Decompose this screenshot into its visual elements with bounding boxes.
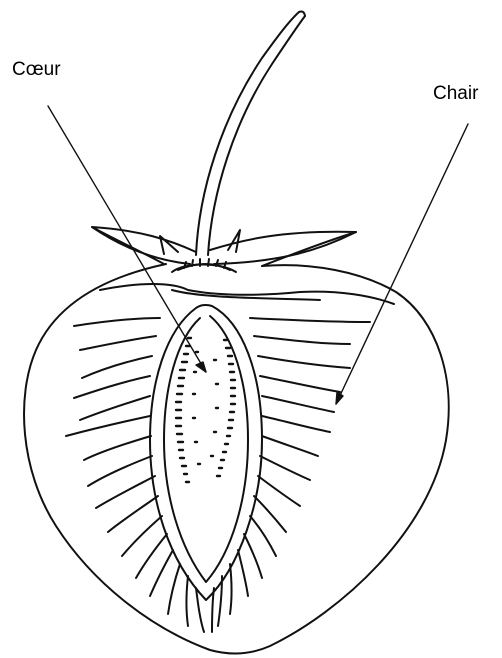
flesh-fibres-right [212,318,370,632]
flesh-fibres-left [66,318,204,632]
sepals [92,227,356,272]
pointer-chair [336,124,468,404]
pointer-coeur [48,106,206,372]
core-stipple [176,338,235,482]
label-chair: Chair [433,84,478,103]
stem [196,12,305,256]
core-outline [150,305,262,600]
label-coeur: Cœur [12,60,61,79]
